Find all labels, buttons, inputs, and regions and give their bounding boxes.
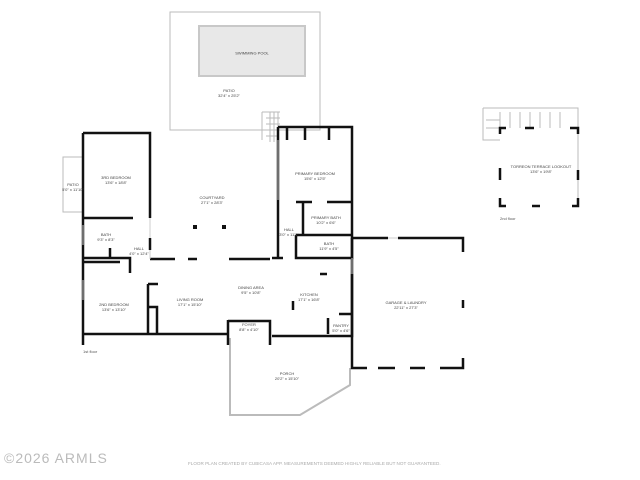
- columns: [193, 225, 226, 229]
- room-name: SWIMMING POOL: [235, 50, 269, 56]
- room-name: 3RD BEDROOM: [101, 175, 131, 180]
- room-name: BATH: [323, 241, 335, 246]
- room-size: 27'1" x 28'3": [201, 200, 223, 205]
- room-name: DINING AREA: [238, 285, 264, 290]
- room-size: 8'8" x 4'10": [239, 327, 259, 332]
- pool-patio-outline: [169, 11, 321, 131]
- room-size: 32'4" x 25'2": [218, 93, 240, 98]
- room-name: FOYER: [242, 322, 256, 327]
- room-size: 11'9" x 4'5": [319, 246, 339, 251]
- room-name: PATIO: [67, 182, 79, 187]
- room-size: 15'6" x 12'5": [304, 176, 326, 181]
- room-size: 9'5" x 10'8": [241, 290, 261, 295]
- room-size: 10'2" x 6'6": [316, 220, 336, 225]
- room-name: PATIO: [223, 88, 235, 93]
- swimming-pool: [198, 25, 306, 77]
- room-name: COURTYARD: [199, 195, 225, 200]
- room-name: GARAGE & LAUNDRY: [385, 300, 427, 305]
- room-name: PRIMARY BATH: [311, 215, 341, 220]
- room-name: HALL: [133, 246, 144, 251]
- room-name: PORCH: [279, 371, 295, 376]
- room-name: PRIMARY BEDROOM: [295, 171, 335, 176]
- room-size: 3'0" x 11'0": [279, 232, 299, 237]
- porch-outline: [229, 338, 351, 416]
- room-name: 2ND BEDROOM: [99, 302, 129, 307]
- room-name: TORREON TERRACE LOOKOUT: [510, 164, 572, 169]
- torreon-stairs: [482, 107, 579, 206]
- room-size: 9'3" x 8'3": [97, 237, 115, 242]
- second-floor-label: 2nd floor: [500, 216, 516, 221]
- room-name: HALL: [283, 227, 295, 232]
- room-size: 17'1" x 15'10": [177, 302, 203, 307]
- room-name: PANTRY: [333, 323, 349, 328]
- room-size: 13'6" x 13'10": [101, 307, 127, 312]
- room-size: 5'0" x 11'10": [62, 187, 84, 192]
- room-size: 4'0" x 12'4": [129, 251, 149, 256]
- room-name: BATH: [100, 232, 112, 237]
- watermark: ©2026 ARMLS: [4, 450, 108, 466]
- footer-disclaimer: FLOOR PLAN CREATED BY CUBICASA APP. MEAS…: [188, 461, 441, 466]
- room-name: LIVING ROOM: [176, 297, 204, 302]
- room-size: 5'0" x 4'6": [332, 328, 350, 333]
- room-size: 13'6" x 19'8": [530, 169, 552, 174]
- room-size: 13'6" x 18'8": [105, 180, 127, 185]
- room-size: 17'1" x 16'8": [298, 297, 320, 302]
- room-name: KITCHEN: [300, 292, 318, 297]
- room-size: 22'11" x 27'3": [394, 305, 418, 310]
- first-floor-label: 1st floor: [83, 349, 98, 354]
- pool-stairs: [261, 111, 280, 142]
- pool-label: SWIMMING POOL: [235, 51, 269, 56]
- room-size: 20'2" x 15'10": [274, 376, 300, 381]
